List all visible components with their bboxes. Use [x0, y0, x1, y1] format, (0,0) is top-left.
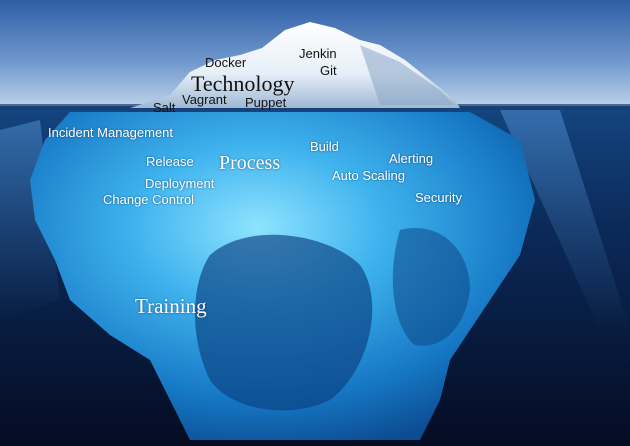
label-puppet: Puppet [245, 95, 287, 110]
label-release: Release [146, 154, 194, 169]
heading-technology: Technology [191, 71, 295, 96]
light-ray [500, 110, 630, 330]
iceberg-tip-shade [360, 45, 455, 105]
label-jenkin: Jenkin [299, 46, 337, 61]
label-auto-scaling: Auto Scaling [332, 168, 405, 183]
label-docker: Docker [205, 55, 247, 70]
iceberg-shadow [195, 234, 373, 411]
label-alerting: Alerting [389, 151, 434, 166]
label-build: Build [310, 139, 339, 154]
label-security: Security [415, 190, 462, 205]
label-vagrant: Vagrant [182, 92, 227, 107]
heading-training: Training [135, 294, 207, 318]
label-change-control: Change Control [103, 192, 195, 207]
label-salt: Salt [153, 100, 176, 115]
label-git: Git [320, 63, 337, 78]
iceberg-shadow [392, 228, 470, 346]
label-deployment: Deployment [145, 176, 215, 191]
heading-process: Process [219, 152, 281, 174]
label-incident-management: Incident Management [48, 125, 174, 140]
